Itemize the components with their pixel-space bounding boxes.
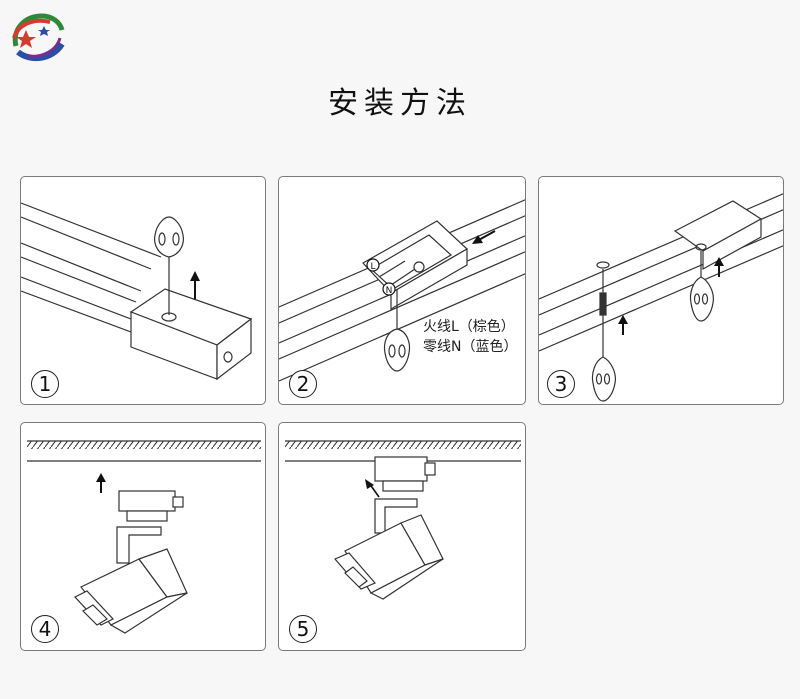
neutral-wire-label: 零线N（蓝色） bbox=[423, 339, 518, 355]
step-number: 5 bbox=[289, 615, 317, 643]
terminal-l-label: L bbox=[370, 262, 375, 272]
live-wire-label: 火线L（棕色） bbox=[423, 319, 515, 335]
live-terminal-icon bbox=[366, 258, 380, 272]
step-4-illustration bbox=[27, 440, 261, 634]
step-4-panel: 4 bbox=[20, 422, 266, 651]
step-2-panel: L N 火线L（棕色） 零线N（蓝色） 2 bbox=[278, 176, 526, 405]
step-1-illustration bbox=[21, 202, 253, 381]
step-number: 4 bbox=[31, 615, 59, 643]
step-number: 2 bbox=[289, 370, 317, 398]
step-number: 3 bbox=[547, 370, 575, 398]
step-3-panel: 3 bbox=[538, 176, 784, 405]
step-3-illustration bbox=[539, 193, 783, 402]
neutral-terminal-icon bbox=[382, 282, 396, 296]
terminal-n-label: N bbox=[386, 286, 393, 296]
step-5-panel: 5 bbox=[278, 422, 526, 651]
step-2-illustration: L N bbox=[279, 199, 525, 382]
brand-logo-icon bbox=[6, 8, 68, 66]
step-5-illustration bbox=[285, 440, 521, 600]
page-title: 安装方法 bbox=[328, 86, 472, 121]
step-1-panel: 1 bbox=[20, 176, 266, 405]
step-number: 1 bbox=[31, 370, 59, 398]
